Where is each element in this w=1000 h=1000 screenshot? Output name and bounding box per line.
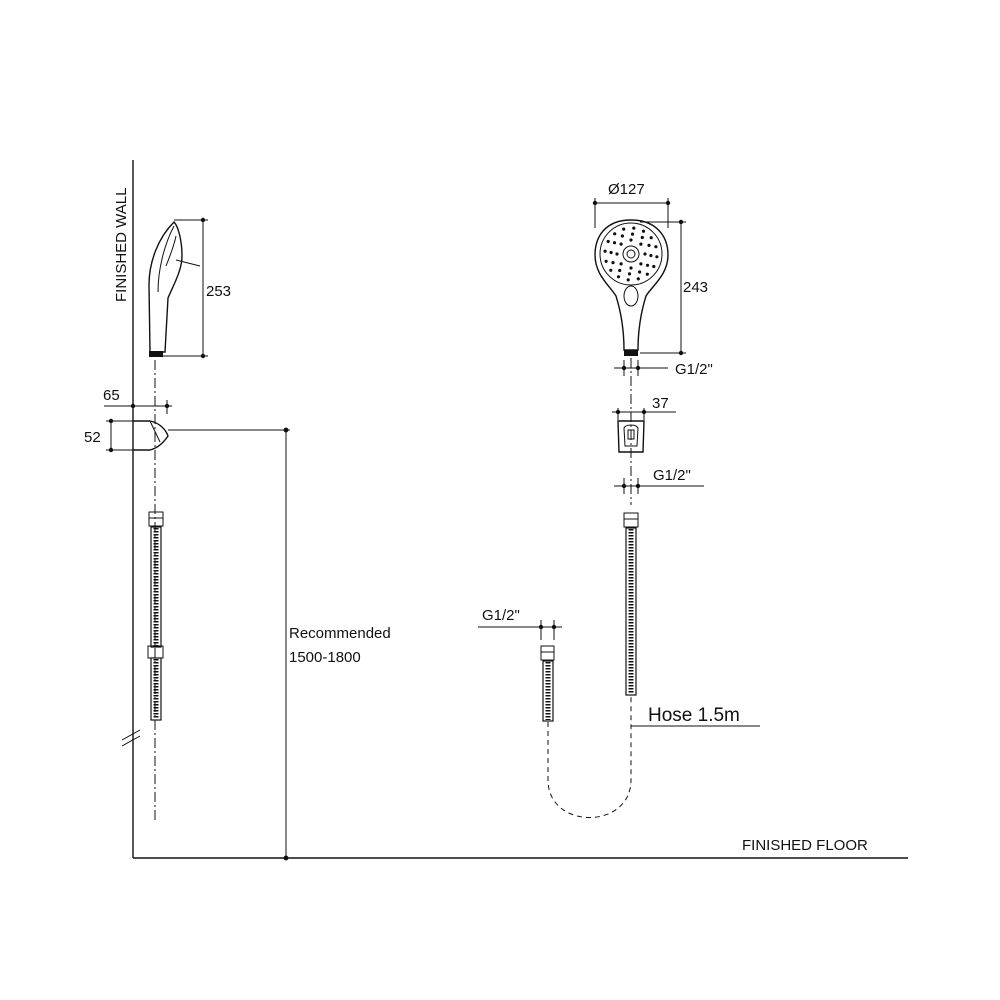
- nozzle-dot: [649, 236, 653, 240]
- nozzle-dot: [618, 268, 622, 273]
- nozzle-dot: [649, 253, 653, 258]
- nozzle-dot: [639, 242, 643, 246]
- head-diameter-label: Ø127: [608, 181, 645, 198]
- recommended-range-label: 1500-1800: [289, 649, 361, 666]
- dimension-52: [106, 418, 140, 453]
- nozzle-dot: [641, 229, 646, 233]
- handset-front-height-label: 243: [683, 279, 708, 296]
- nozzle-dot: [615, 252, 619, 256]
- bracket-width-label: 37: [652, 395, 669, 412]
- nozzle-dot: [645, 263, 650, 267]
- wall-break-mark: [121, 729, 141, 747]
- nozzle-dot: [655, 255, 659, 259]
- nozzle-dot: [636, 277, 640, 281]
- hose-length-label: Hose 1.5m: [648, 705, 740, 726]
- nozzle-dot: [620, 234, 625, 238]
- nozzle-dot: [630, 232, 635, 236]
- nozzle-dot: [603, 249, 607, 253]
- nozzle-dot: [609, 268, 613, 272]
- nozzle-dot: [609, 250, 613, 255]
- hose-bottom-thread-label: G1/2": [482, 607, 520, 624]
- handset-thread-label: G1/2": [675, 361, 713, 378]
- dimension-hose-top-thread: [614, 478, 704, 494]
- finished-wall-label: FINISHED WALL: [113, 188, 130, 302]
- nozzle-dot: [626, 278, 630, 282]
- nozzle-dot: [654, 245, 658, 249]
- nozzle-dot: [606, 239, 610, 244]
- dimension-handset-thread: [614, 360, 668, 376]
- dimension-diameter: [592, 198, 671, 228]
- nozzle-dot: [629, 238, 633, 242]
- finished-floor-label: FINISHED FLOOR: [742, 837, 868, 854]
- nozzle-dot: [619, 262, 623, 266]
- dimension-hose-bottom-thread: [478, 620, 562, 640]
- dimension-243: [640, 219, 686, 356]
- bracket-height-label: 52: [84, 429, 101, 446]
- nozzle-dot: [616, 275, 621, 279]
- nozzle-dot: [645, 272, 649, 276]
- nozzle-dot: [652, 264, 656, 269]
- nozzle-dot: [629, 266, 633, 270]
- bracket-front-view: [617, 420, 645, 453]
- bracket-depth-label: 65: [103, 387, 120, 404]
- nozzle-dot: [611, 261, 615, 265]
- nozzle-dot: [613, 232, 617, 236]
- handset-side-view: [148, 221, 201, 357]
- hose-front-left: [540, 645, 555, 722]
- spray-nozzles: [603, 226, 659, 282]
- nozzle-dot: [619, 242, 623, 246]
- nozzle-dot: [612, 241, 617, 245]
- nozzle-dot: [604, 259, 608, 263]
- dimension-65: [104, 400, 172, 414]
- handset-side-height-label: 253: [206, 283, 231, 300]
- nozzle-dot: [632, 226, 636, 230]
- hose-top-thread-label: G1/2": [653, 467, 691, 484]
- hose-side-view: [147, 511, 164, 721]
- nozzle-dot: [647, 243, 651, 247]
- nozzle-dot: [640, 235, 644, 240]
- recommended-label: Recommended: [289, 625, 391, 642]
- nozzle-dot: [622, 227, 626, 231]
- bracket-side-view: [133, 420, 169, 451]
- hose-loop-dashed: [547, 696, 632, 818]
- nozzle-dot: [639, 262, 643, 266]
- nozzle-dot: [627, 272, 632, 276]
- dimension-253: [163, 217, 208, 359]
- hose-front-right: [623, 512, 639, 696]
- handset-front-view: [594, 219, 669, 356]
- nozzle-dot: [643, 252, 647, 256]
- dimension-recommended-height: [168, 427, 290, 861]
- nozzle-dot: [638, 270, 642, 274]
- dimension-37: [612, 408, 676, 420]
